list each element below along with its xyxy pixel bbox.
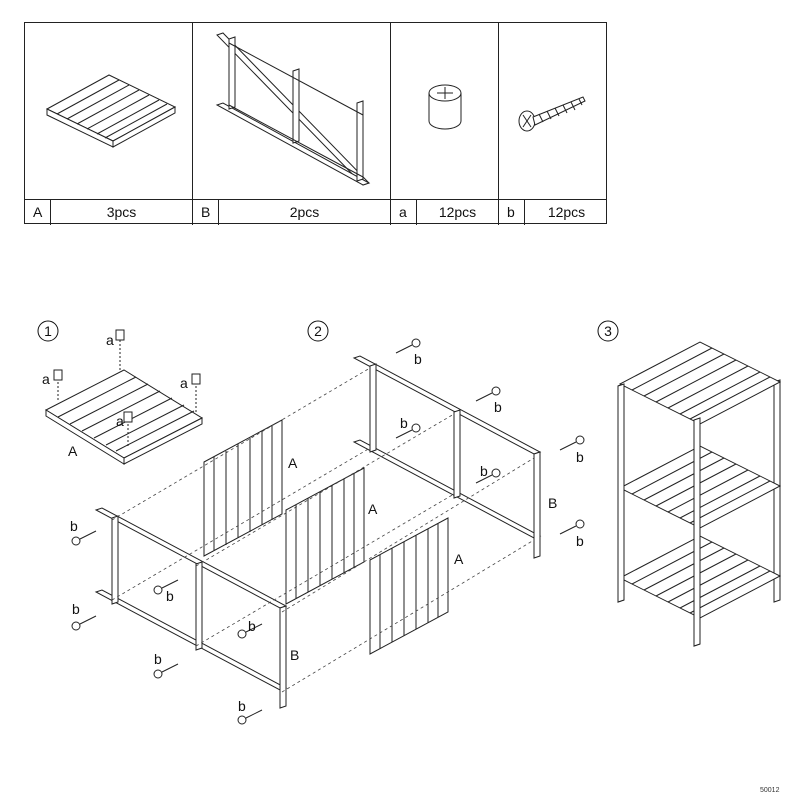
step-1-shelf	[44, 329, 204, 465]
step-1-nut-label-front: a	[116, 413, 124, 429]
step-3-assembled-shelf	[617, 341, 782, 647]
part-qty-B: 2pcs	[219, 200, 391, 225]
svg-text:b: b	[72, 601, 80, 617]
step-2-guide-lines	[111, 367, 535, 693]
part-code-b: b	[499, 200, 525, 225]
svg-text:3: 3	[604, 323, 612, 339]
svg-text:b: b	[248, 618, 256, 634]
step-1-panel-label: A	[68, 443, 78, 459]
step-1-nut-label-right: a	[180, 375, 188, 391]
step-1-nut-label-left: a	[42, 371, 50, 387]
svg-text:b: b	[400, 415, 408, 431]
step-1-nut-label-top: a	[106, 332, 114, 348]
step-2-screw-labels: b b b b b b b b b b b b	[70, 351, 584, 714]
screw-icon	[518, 96, 586, 132]
part-code-a: a	[391, 200, 417, 225]
svg-text:b: b	[576, 533, 584, 549]
model-code: 50012	[760, 787, 780, 794]
step-2-panel-label-back: A	[288, 455, 298, 471]
svg-text:1: 1	[44, 323, 52, 339]
part-qty-A: 3pcs	[51, 200, 193, 225]
svg-text:b: b	[154, 651, 162, 667]
step-2-panel-label-middle: A	[368, 501, 378, 517]
shelf-panel-icon	[45, 74, 177, 148]
part-cell-screw	[499, 23, 608, 199]
svg-text:b: b	[166, 588, 174, 604]
step-2-screws	[71, 338, 585, 725]
step-2-frame-label-back: B	[548, 495, 557, 511]
step-2-frame-label-front: B	[290, 647, 299, 663]
svg-text:b: b	[480, 463, 488, 479]
part-cell-shelf	[25, 23, 193, 199]
step-2-panel-label-front: A	[454, 551, 464, 567]
part-cell-nut	[391, 23, 499, 199]
part-cell-frame	[193, 23, 391, 199]
step-2-front-frame	[94, 507, 288, 709]
parts-table: A 3pcs B 2pcs a 12pcs b 12pcs	[24, 22, 608, 225]
part-qty-b: 12pcs	[547, 204, 586, 220]
step-2-panel-back	[203, 419, 283, 557]
step-2-panel-front	[369, 517, 449, 655]
step-2-marker: 2	[307, 320, 329, 342]
parts-label-row: A 3pcs B 2pcs a 12pcs b 12pcs	[25, 199, 606, 225]
cam-nut-icon	[428, 84, 462, 130]
side-frame-icon	[215, 32, 371, 186]
svg-text:2: 2	[314, 323, 322, 339]
step-1-marker: 1	[37, 320, 59, 342]
step-2-panel-middle	[285, 467, 365, 605]
step-2-back-frame	[352, 355, 542, 559]
part-code-A: A	[25, 200, 51, 225]
step-3-marker: 3	[597, 320, 619, 342]
part-code-B: B	[193, 200, 219, 225]
svg-text:b: b	[70, 518, 78, 534]
svg-text:b: b	[238, 698, 246, 714]
part-qty-a: 12pcs	[417, 200, 499, 225]
svg-text:b: b	[494, 399, 502, 415]
svg-text:b: b	[576, 449, 584, 465]
svg-text:b: b	[414, 351, 422, 367]
